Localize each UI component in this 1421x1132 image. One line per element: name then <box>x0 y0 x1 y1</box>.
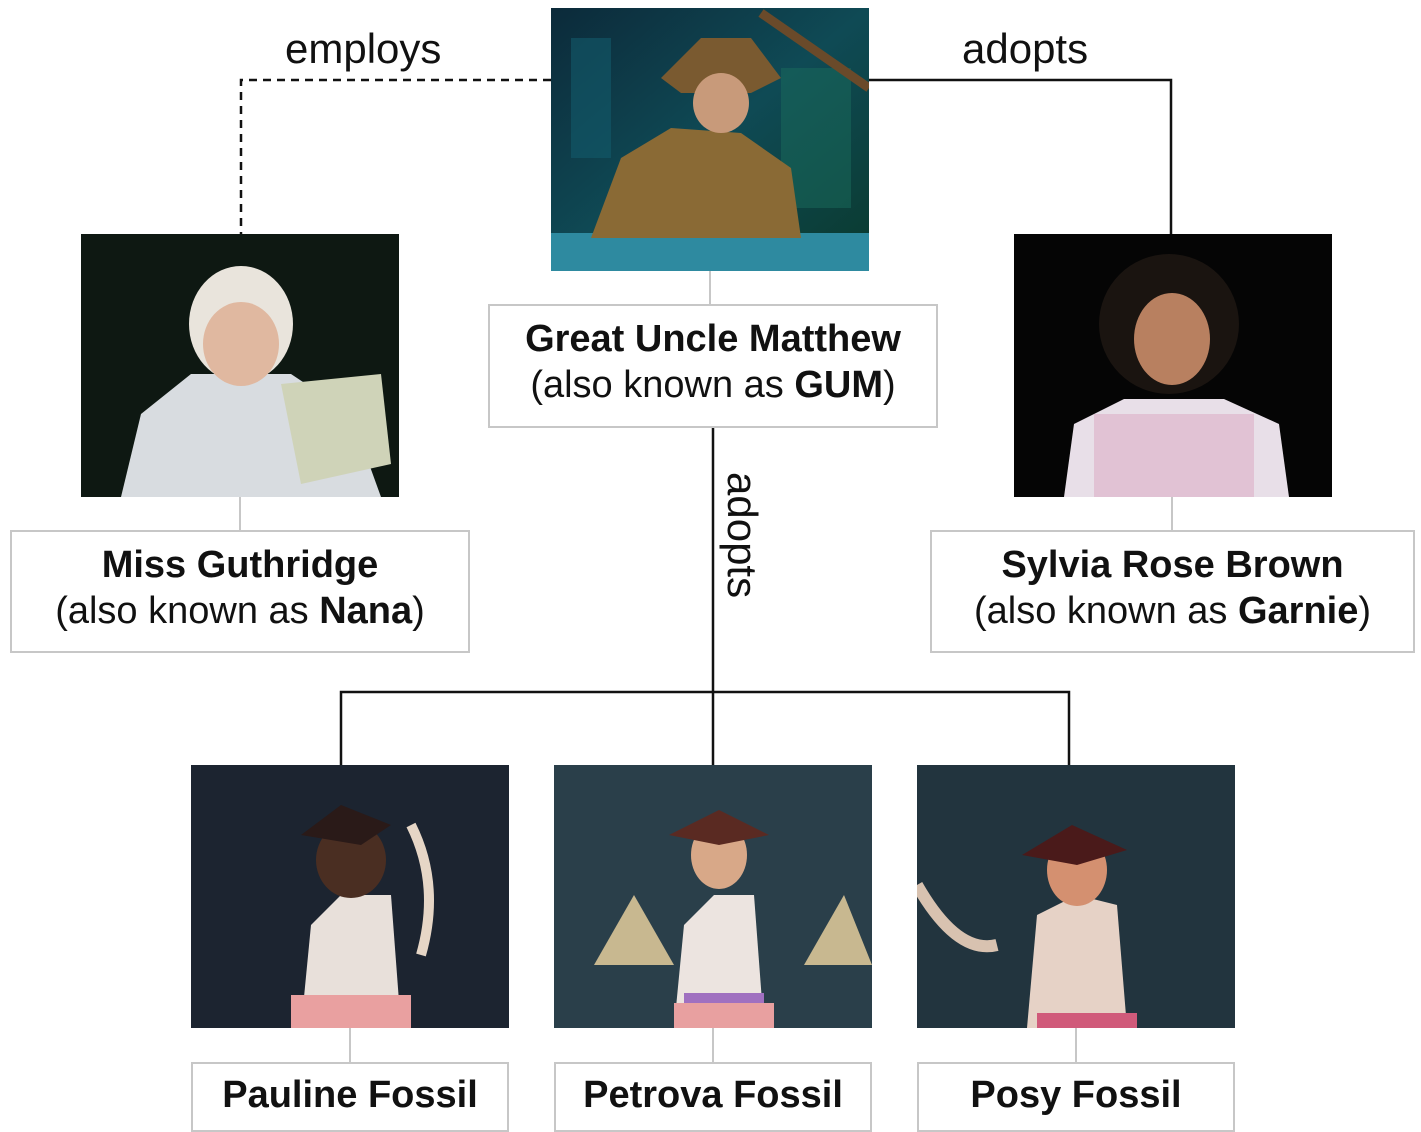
employs-label: employs <box>285 25 442 72</box>
garnie-photo <box>1014 234 1332 497</box>
gum-photo <box>551 8 869 271</box>
gum-name: Great Uncle Matthew <box>525 318 901 360</box>
petrova-photo <box>554 765 872 1028</box>
adopts-label-down: adopts <box>719 472 766 599</box>
pauline-photo <box>191 765 509 1028</box>
nana-nickname: Nana <box>319 590 413 632</box>
adopts-label-right: adopts <box>962 25 1089 72</box>
posy-photo <box>917 765 1235 1028</box>
children-bracket <box>339 690 1071 765</box>
nana-aka: (also known as Nana) <box>55 590 425 632</box>
nana-photo <box>81 234 399 497</box>
garnie-aka: (also known as Garnie) <box>973 590 1372 632</box>
pauline-card: Pauline Fossil <box>191 1062 509 1132</box>
petrova-card: Petrova Fossil <box>554 1062 872 1132</box>
garnie-nickname: Garnie <box>1237 590 1359 632</box>
pauline-name: Pauline Fossil <box>222 1074 478 1116</box>
adopts-sylvia-connector <box>869 78 1173 236</box>
gum-card: Great Uncle Matthew (also known as GUM) <box>488 304 938 428</box>
petrova-name: Petrova Fossil <box>583 1074 843 1116</box>
posy-card: Posy Fossil <box>917 1062 1235 1132</box>
nana-card: Miss Guthridge (also known as Nana) <box>10 530 470 653</box>
employs-connector <box>239 78 551 236</box>
posy-name: Posy Fossil <box>970 1074 1182 1116</box>
gum-aka: (also known as GUM) <box>530 364 896 406</box>
nana-name: Miss Guthridge <box>101 544 379 586</box>
garnie-name: Sylvia Rose Brown <box>1001 544 1344 586</box>
gum-nickname: GUM <box>794 364 883 406</box>
garnie-card: Sylvia Rose Brown (also known as Garnie) <box>930 530 1415 653</box>
